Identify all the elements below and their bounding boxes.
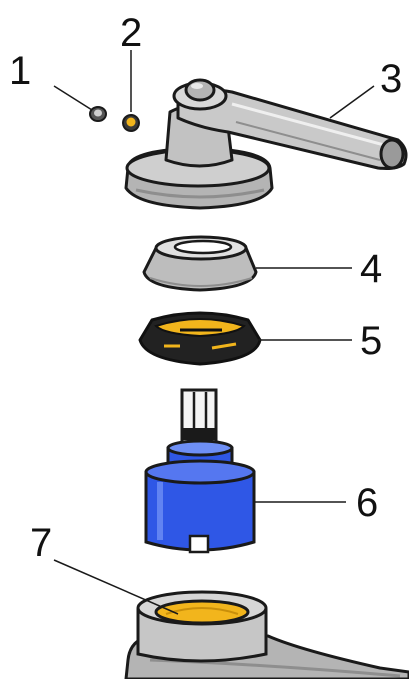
part-2-set-screw (123, 115, 139, 131)
callout-6: 6 (356, 481, 378, 525)
callout-3: 3 (380, 57, 402, 101)
callout-5: 5 (360, 319, 382, 363)
callout-2: 2 (120, 11, 142, 55)
callout-4: 4 (360, 247, 382, 291)
leader-7 (54, 560, 178, 614)
callout-7: 7 (30, 521, 52, 565)
part-5-retaining-nut (140, 313, 260, 364)
leader-3 (330, 86, 374, 118)
part-7-faucet-body (126, 592, 409, 679)
part-1-screw (90, 107, 106, 121)
part-4-cap-ring (144, 237, 256, 290)
callout-1: 1 (9, 49, 31, 93)
leader-1 (54, 86, 92, 110)
part-6-cartridge (146, 390, 254, 552)
part-3-handle (126, 80, 406, 208)
